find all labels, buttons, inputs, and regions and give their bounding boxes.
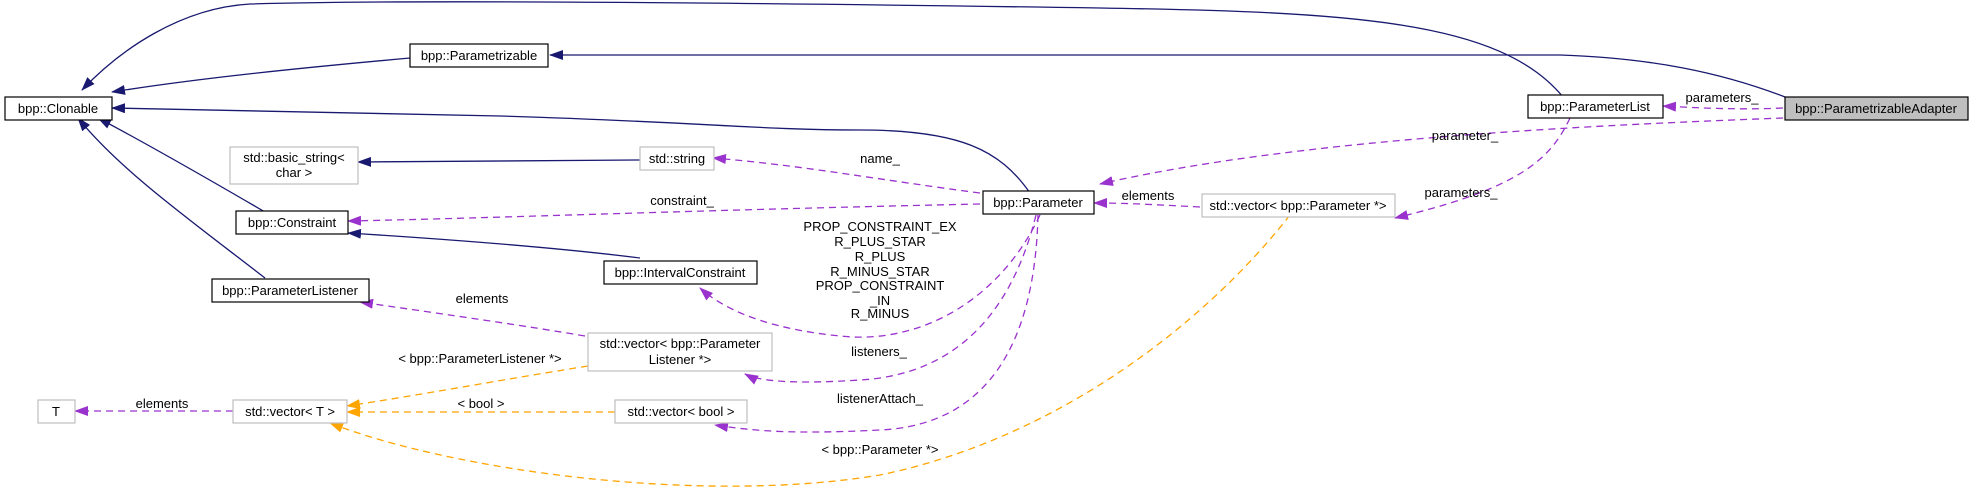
node-parametrizable[interactable]: bpp::Parametrizable xyxy=(409,43,549,68)
edge-parameter-name xyxy=(712,154,981,194)
node-label: bpp::Constraint xyxy=(248,215,337,230)
label-prop-1: R_PLUS_STAR xyxy=(834,234,926,249)
node-label: bpp::IntervalConstraint xyxy=(615,265,746,280)
label-tpl-listener: < bpp::ParameterListener *> xyxy=(398,351,561,366)
edge-adapter-parameters xyxy=(1662,101,1784,112)
node-label-line2: Listener *> xyxy=(649,352,712,367)
node-vector-bool[interactable]: std::vector< bool > xyxy=(614,399,748,424)
node-basic-string[interactable]: std::basic_string< char > xyxy=(229,146,359,185)
edge-adapter-parameter xyxy=(1099,117,1784,186)
node-vector-parameter-listener[interactable]: std::vector< bpp::Parameter Listener *> xyxy=(587,332,773,372)
label-parameters-2: parameters_ xyxy=(1425,185,1499,200)
label-tpl-param: < bpp::Parameter *> xyxy=(821,442,938,457)
node-vector-parameter-ptr[interactable]: std::vector< bpp::Parameter *> xyxy=(1201,193,1396,218)
node-parameter-list[interactable]: bpp::ParameterList xyxy=(1527,94,1664,119)
edge-parameter-interval xyxy=(699,214,1041,338)
inheritance-edges xyxy=(77,1,1786,279)
node-label: std::vector< bpp::Parameter *> xyxy=(1209,198,1386,213)
edge-listener-to-clonable xyxy=(77,117,266,279)
label-prop-4: PROP_CONSTRAINT xyxy=(816,278,945,293)
node-vector-t[interactable]: std::vector< T > xyxy=(232,399,348,424)
edge-parameterlist-vector xyxy=(1394,117,1571,220)
node-clonable[interactable]: bpp::Clonable xyxy=(4,96,113,121)
node-parameter[interactable]: bpp::Parameter xyxy=(982,190,1095,215)
node-label-line2: char > xyxy=(276,165,313,180)
edge-adapter-to-parametrizable xyxy=(549,50,1786,98)
node-label: bpp::Clonable xyxy=(18,101,98,116)
edge-parameter-to-clonable xyxy=(111,103,1031,194)
node-label: bpp::ParameterListener xyxy=(222,283,359,298)
node-label: std::string xyxy=(649,151,705,166)
usage-edges xyxy=(74,101,1784,433)
label-listeners: listeners_ xyxy=(851,344,907,359)
node-label-line1: std::basic_string< xyxy=(243,150,345,165)
edge-vectorparam-vectort xyxy=(329,214,1291,487)
edge-labels: parameters_ parameter_ name_ constraint_… xyxy=(136,90,1760,457)
label-prop-2: R_PLUS xyxy=(855,249,906,264)
edge-vector-elements xyxy=(1093,198,1201,209)
label-parameters-1: parameters_ xyxy=(1686,90,1760,105)
edge-parameter-listenerattach xyxy=(714,214,1039,433)
node-label: T xyxy=(52,404,60,419)
node-std-string[interactable]: std::string xyxy=(639,146,715,171)
label-prop-5: _IN xyxy=(869,293,890,308)
edge-interval-to-constraint xyxy=(347,228,641,259)
label-elements-t: elements xyxy=(136,396,189,411)
edge-stdstring-to-basicstring xyxy=(357,156,641,167)
label-name: name_ xyxy=(860,151,901,166)
node-parameter-listener[interactable]: bpp::ParameterListener xyxy=(211,278,370,303)
label-listener-attach: listenerAttach_ xyxy=(837,391,924,406)
edge-parameterlist-to-clonable xyxy=(81,1,1564,98)
edge-parametrizable-to-clonable xyxy=(111,57,411,95)
node-interval-constraint[interactable]: bpp::IntervalConstraint xyxy=(603,260,758,285)
edge-parameter-listeners xyxy=(744,214,1037,385)
node-label: std::vector< bool > xyxy=(628,404,735,419)
node-label-line1: std::vector< bpp::Parameter xyxy=(600,336,761,351)
node-label: bpp::ParametrizableAdapter xyxy=(1795,101,1958,116)
label-parameter: parameter_ xyxy=(1432,128,1499,143)
label-elements-param: elements xyxy=(1122,188,1175,203)
template-edges xyxy=(329,214,1291,487)
label-prop-6: R_MINUS xyxy=(851,306,910,321)
label-constraint: constraint_ xyxy=(650,193,714,208)
edge-vectorlistener-listener xyxy=(359,298,586,337)
edge-parameter-constraint xyxy=(347,203,981,226)
node-label: bpp::Parameter xyxy=(993,195,1083,210)
edge-constraint-to-clonable xyxy=(97,117,266,213)
node-constraint[interactable]: bpp::Constraint xyxy=(235,210,349,235)
node-label: std::vector< T > xyxy=(245,404,335,419)
node-label: bpp::ParameterList xyxy=(1540,99,1650,114)
node-t[interactable]: T xyxy=(37,399,76,424)
label-prop-0: PROP_CONSTRAINT_EX xyxy=(803,219,956,234)
node-label: bpp::Parametrizable xyxy=(421,48,537,63)
node-parametrizable-adapter[interactable]: bpp::ParametrizableAdapter xyxy=(1784,96,1969,121)
label-elements-listener: elements xyxy=(456,291,509,306)
label-prop-3: R_MINUS_STAR xyxy=(830,264,929,279)
label-tpl-bool: < bool > xyxy=(458,396,505,411)
